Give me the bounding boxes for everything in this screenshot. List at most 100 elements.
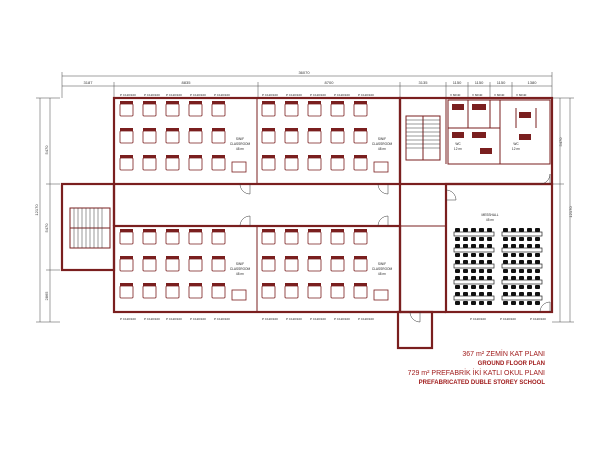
student-desk — [353, 283, 368, 299]
right-dimension-lines: 5470 12170 — [552, 97, 574, 323]
student-desk — [119, 283, 134, 299]
student-desk — [142, 155, 157, 171]
svg-text:P C120/100: P C120/100 — [310, 317, 326, 321]
dim-seg-3: 8700 — [325, 80, 335, 85]
dim-left-middle: 5470 — [44, 223, 49, 233]
messhall-tables — [453, 228, 543, 305]
svg-text:P C120/100: P C120/100 — [310, 93, 326, 97]
classroom-bottom-right-desks — [261, 229, 368, 299]
room-label-wc-right-area: 12 m² — [512, 147, 520, 151]
messhall-table — [501, 292, 543, 305]
classroom-top-right-desks — [261, 101, 368, 171]
svg-text:P C120/100: P C120/100 — [214, 93, 230, 97]
svg-text:P C120/100: P C120/100 — [166, 317, 182, 321]
room-label-tr-en: CLASSROOM — [372, 142, 393, 146]
teacher-desks — [231, 161, 389, 301]
building-walls — [60, 96, 554, 350]
student-desk — [211, 256, 226, 272]
svg-text:P C120/100: P C120/100 — [190, 93, 206, 97]
student-desk — [188, 128, 203, 144]
student-desk — [142, 128, 157, 144]
room-label-tl-en: CLASSROOM — [230, 142, 251, 146]
dim-seg-1: 3187 — [84, 80, 94, 85]
messhall-table — [501, 276, 543, 289]
student-desk — [188, 256, 203, 272]
student-desk — [165, 155, 180, 171]
student-desk — [261, 155, 276, 171]
student-desk — [353, 229, 368, 245]
dim-left-overall: 12170 — [34, 204, 39, 216]
room-label-tl-area: 48 m² — [236, 147, 244, 151]
student-desk — [284, 155, 299, 171]
student-desk — [307, 256, 322, 272]
student-desk — [211, 128, 226, 144]
student-desk — [261, 128, 276, 144]
dim-seg-8: 1380 — [528, 80, 538, 85]
student-desk — [307, 155, 322, 171]
room-label-tl-name: SINIF — [236, 137, 244, 141]
room-label-messhall-area: 45 m² — [486, 218, 494, 222]
svg-text:P C120/100: P C120/100 — [166, 93, 182, 97]
title-block: 367 m² ZEMİN KAT PLANI GROUND FLOOR PLAN… — [408, 349, 546, 386]
dim-seg-5: 1150 — [453, 80, 462, 85]
messhall-table — [453, 276, 495, 289]
room-label-bl-en: CLASSROOM — [230, 267, 251, 271]
student-desk — [284, 283, 299, 299]
dim-left-lower: 2865 — [44, 291, 49, 301]
messhall-table — [501, 244, 543, 257]
student-desk — [261, 101, 276, 117]
svg-text:P C120/100: P C120/100 — [470, 317, 486, 321]
window-marker-top: P C120/100 P C120/100 — [214, 93, 230, 321]
svg-text:P C120/100: P C120/100 — [262, 93, 278, 97]
student-desk — [119, 155, 134, 171]
window-marker-top: P C120/100 P C120/100 — [358, 93, 374, 321]
student-desk — [165, 229, 180, 245]
svg-text:V 60/40: V 60/40 — [494, 93, 505, 97]
student-desk — [330, 256, 345, 272]
door-swings — [239, 173, 551, 323]
room-label-bl-area: 48 m² — [236, 272, 244, 276]
student-desk — [165, 256, 180, 272]
student-desk — [330, 101, 345, 117]
messhall-table — [501, 228, 543, 241]
stairs-right — [405, 115, 441, 161]
title-turkish-ground-floor: 367 m² ZEMİN KAT PLANI — [462, 349, 545, 358]
window-marker-wc: V 60/40 — [472, 93, 483, 97]
room-label-tr-name: SINIF — [378, 137, 386, 141]
student-desk — [307, 283, 322, 299]
student-desk — [188, 229, 203, 245]
svg-text:P C120/100: P C120/100 — [144, 317, 160, 321]
svg-text:P C120/100: P C120/100 — [358, 93, 374, 97]
dim-seg-7: 1150 — [497, 80, 506, 85]
student-desk — [261, 283, 276, 299]
student-desk — [165, 283, 180, 299]
room-label-wc-left: WC — [455, 142, 461, 146]
room-label-messhall: MESSHALL — [481, 213, 498, 217]
title-turkish-school: 729 m² PREFABRİK İKİ KATLI OKUL PLANI — [408, 368, 545, 377]
dim-right-upper: 5470 — [558, 137, 563, 147]
messhall-table — [453, 228, 495, 241]
window-marker-messhall: P C120/100 — [500, 317, 516, 321]
room-label-wc-left-area: 12 m² — [454, 147, 462, 151]
svg-text:V 60/40: V 60/40 — [450, 93, 461, 97]
svg-text:P C120/100: P C120/100 — [358, 317, 374, 321]
student-desk — [188, 155, 203, 171]
student-desk — [142, 256, 157, 272]
svg-text:P C120/100: P C120/100 — [214, 317, 230, 321]
student-desk — [307, 128, 322, 144]
student-desk — [211, 229, 226, 245]
classroom-top-left-desks — [119, 101, 226, 171]
student-desk — [353, 256, 368, 272]
student-desk — [307, 101, 322, 117]
student-desk — [284, 101, 299, 117]
svg-text:P C120/100: P C120/100 — [334, 317, 350, 321]
stairs-left — [69, 207, 111, 249]
room-label-br-en: CLASSROOM — [372, 267, 393, 271]
student-desk — [330, 283, 345, 299]
svg-text:P C120/100: P C120/100 — [144, 93, 160, 97]
student-desk — [284, 256, 299, 272]
